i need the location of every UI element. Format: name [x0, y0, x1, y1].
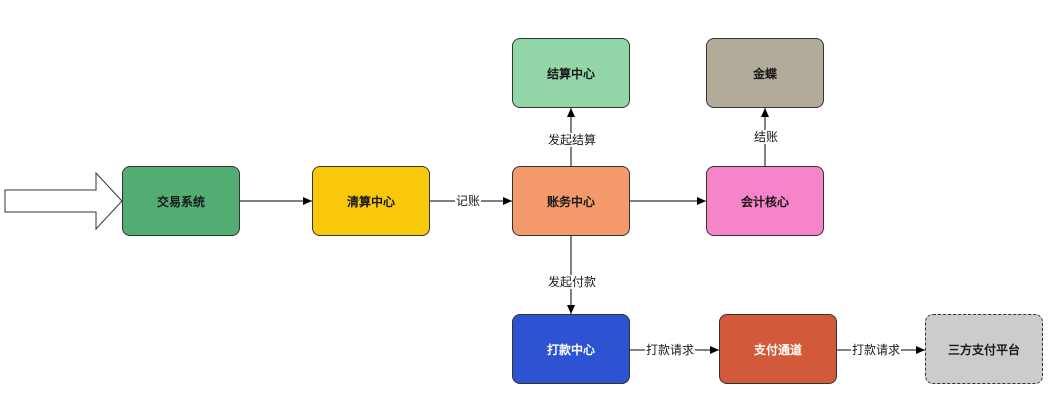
node-label: 结算中心: [546, 66, 595, 81]
node-label: 支付通道: [753, 342, 802, 357]
node-label: 会计核心: [740, 194, 789, 209]
node-clearing-center[interactable]: 清算中心: [312, 166, 430, 236]
node-payment-center[interactable]: 打款中心: [512, 314, 630, 384]
edge-label-initiate-payment: 发起付款: [547, 275, 598, 289]
edge-label-payment-request: 打款请求: [645, 343, 696, 357]
node-trade-system[interactable]: 交易系统: [122, 166, 240, 236]
edge-label-bookkeeping: 记账: [455, 194, 482, 208]
node-settlement-center[interactable]: 结算中心: [512, 38, 630, 108]
node-account-center[interactable]: 账务中心: [512, 166, 630, 236]
node-payment-channel[interactable]: 支付通道: [719, 314, 837, 384]
node-label: 交易系统: [156, 194, 205, 209]
node-label: 三方支付平台: [947, 342, 1020, 357]
node-kingdee[interactable]: 金蝶: [706, 38, 824, 108]
node-accounting-core[interactable]: 会计核心: [706, 166, 824, 236]
node-label: 账务中心: [546, 194, 595, 209]
edge-label-payment-request-2: 打款请求: [851, 343, 902, 357]
node-label: 清算中心: [346, 194, 395, 209]
node-label: 打款中心: [546, 342, 595, 357]
entry-arrow: [4, 171, 123, 231]
edge-label-closing: 结账: [753, 130, 780, 144]
node-label: 金蝶: [752, 66, 777, 81]
node-third-party-platform[interactable]: 三方支付平台: [925, 314, 1043, 384]
edge-label-initiate-settlement: 发起结算: [547, 133, 598, 147]
